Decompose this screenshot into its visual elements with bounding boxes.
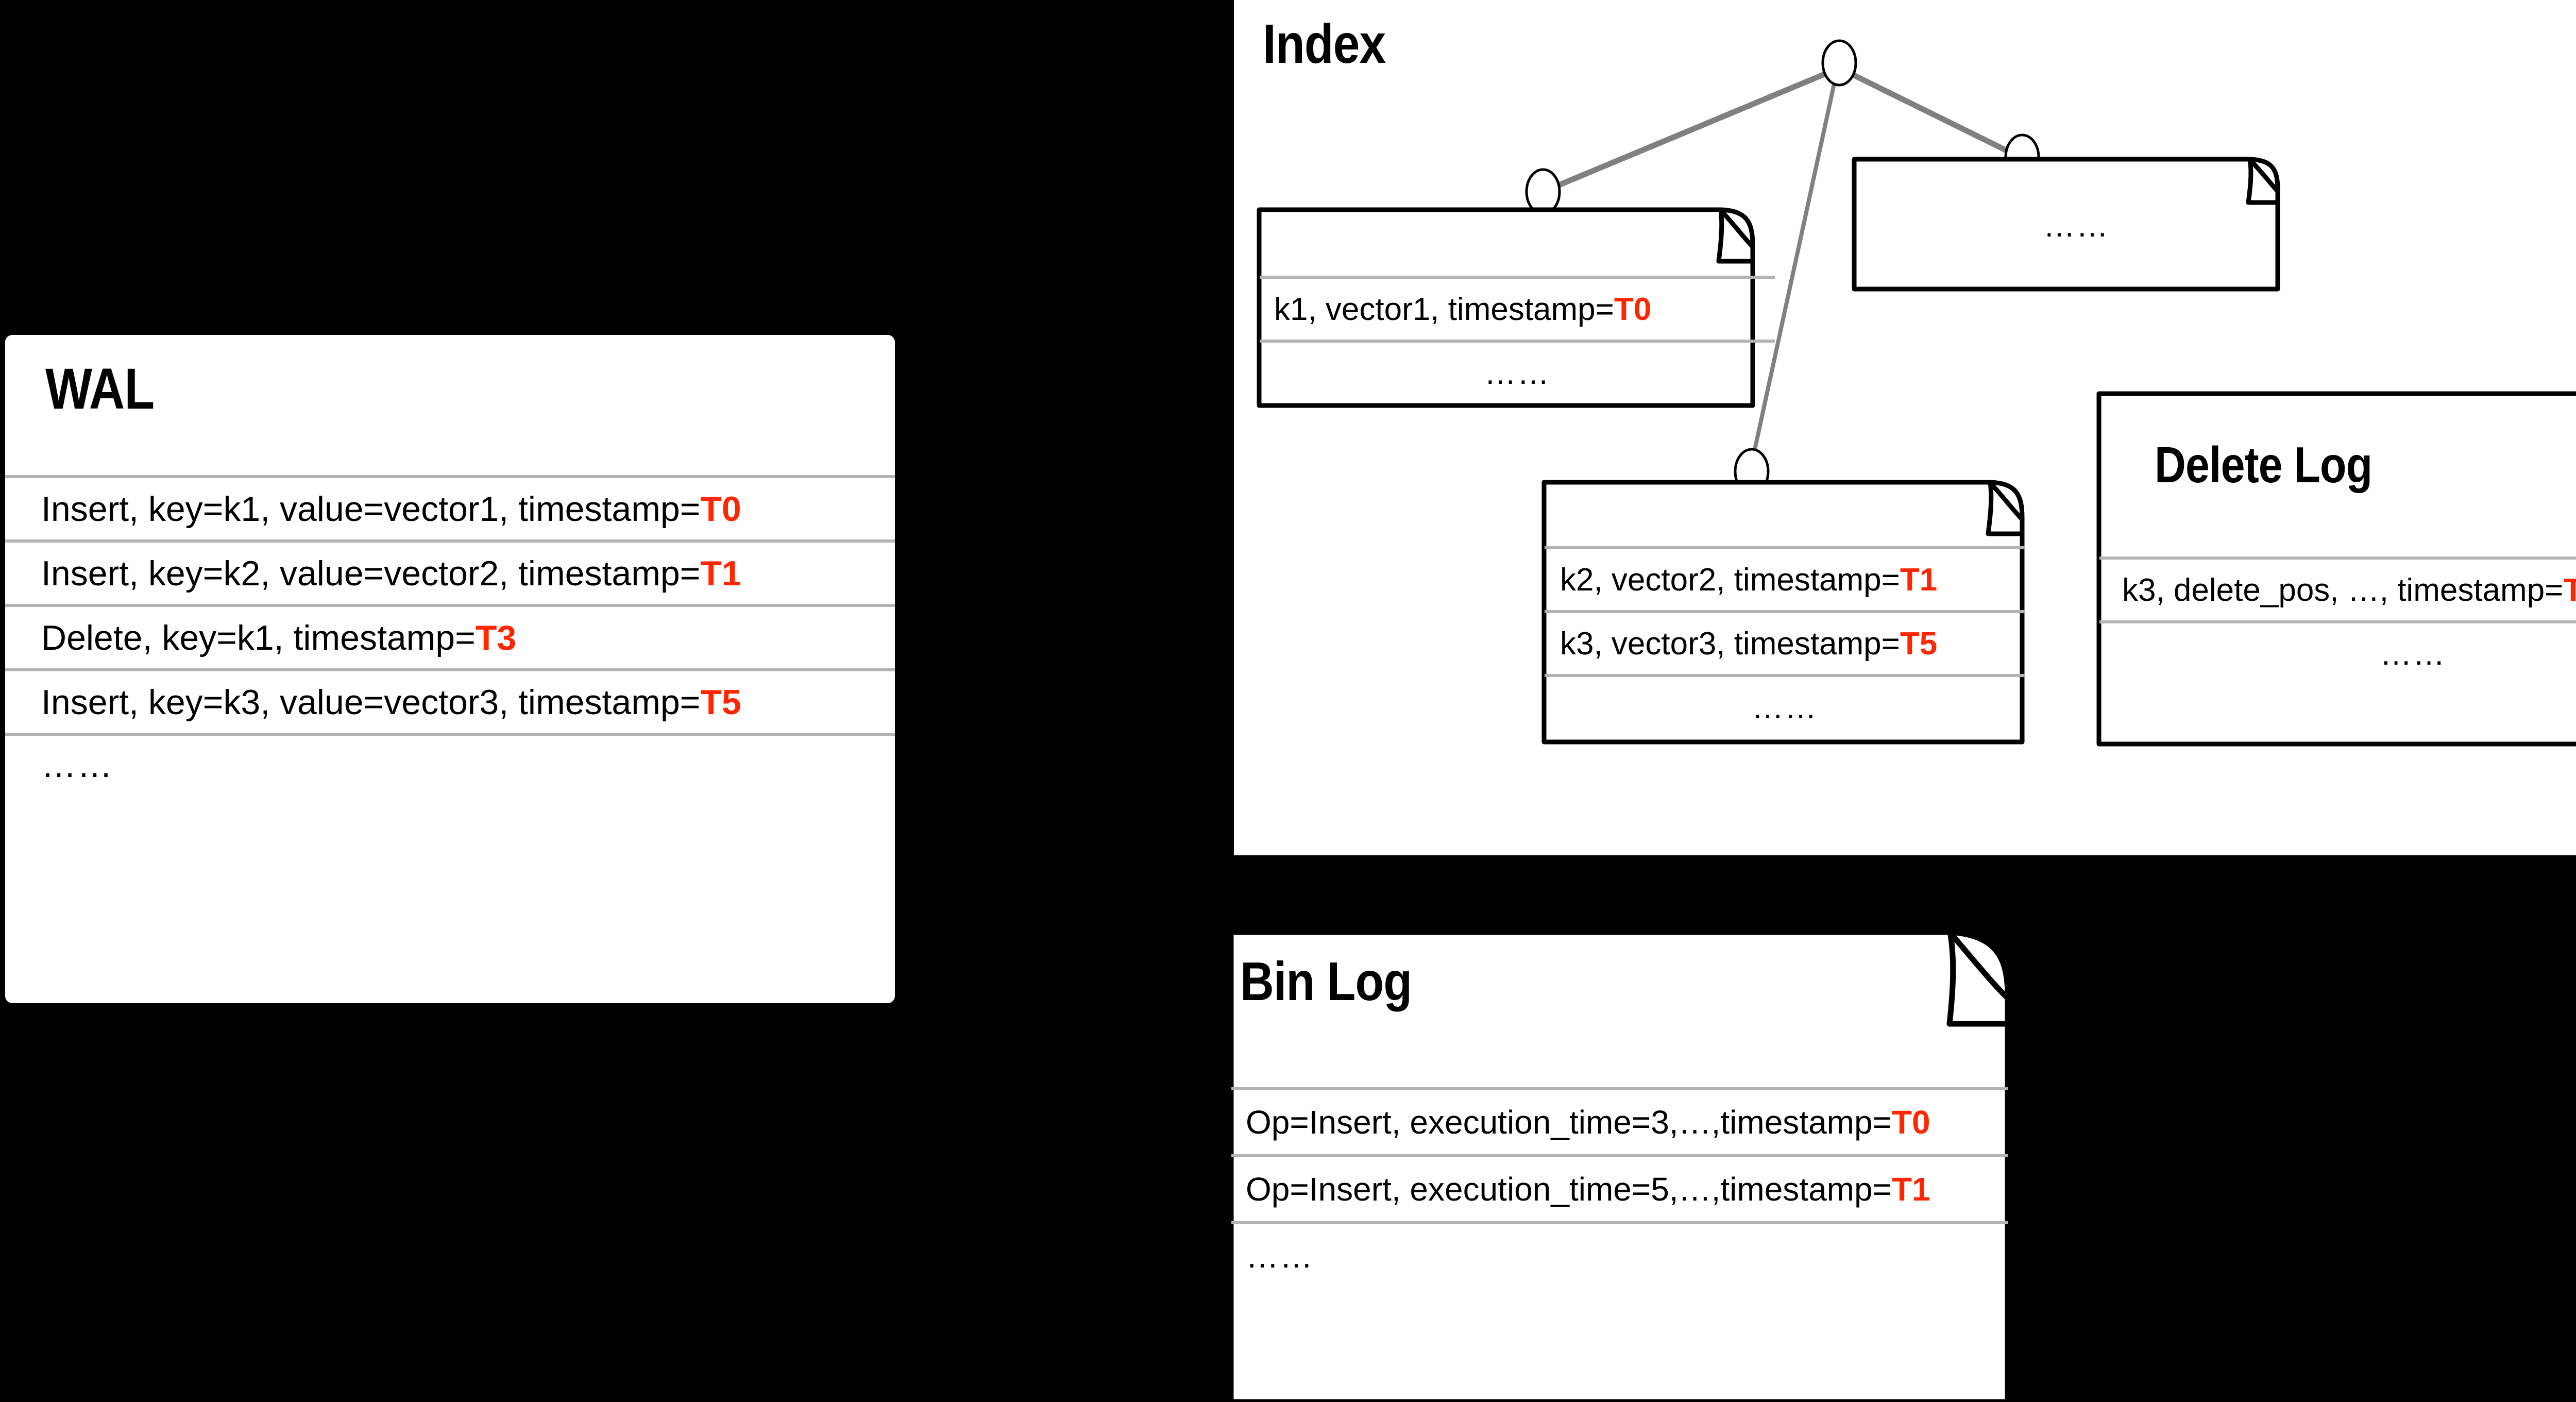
delete-log-panel: Delete Log k3, delete_pos, …, timestamp=… [2096, 391, 2576, 747]
folded-corner-icon [1986, 482, 2022, 536]
delete-log-row-ellipsis[interactable]: …… [2099, 620, 2576, 684]
bin-log-row-text: …… [1246, 1238, 1314, 1275]
bin-log-row-timestamp: T1 [1891, 1171, 1930, 1208]
index-leaf-row[interactable]: k1, vector1, timestamp=T0 [1260, 276, 1775, 340]
index-leaf-row-timestamp: T0 [1614, 291, 1652, 327]
delete-log-row-text: …… [2380, 636, 2446, 672]
index-leaf-k2k3: k2, vector2, timestamp=T1 k3, vector3, t… [1541, 480, 2062, 745]
wal-row-timestamp: T0 [700, 489, 741, 529]
tree-node-root [1821, 39, 1857, 87]
index-leaf-row-timestamp: T5 [1900, 626, 1938, 662]
index-leaf-row-ellipsis[interactable]: …… [1545, 674, 2025, 738]
folded-corner-edge-icon [1719, 209, 1755, 249]
bin-log-row[interactable]: Op=Insert, execution_time=5,…,timestamp=… [1231, 1154, 2008, 1221]
index-leaf-row-text: k1, vector1, timestamp= [1274, 291, 1614, 327]
folded-corner-edge-icon [2248, 158, 2280, 193]
wal-row-timestamp: T1 [700, 553, 741, 593]
index-leaf-row-text: …… [2043, 208, 2109, 244]
folded-corner-icon [1716, 209, 1753, 264]
wal-row[interactable]: Delete, key=k1, timestamp=T3 [5, 604, 895, 668]
bin-log-row-text: Op=Insert, execution_time=5,…,timestamp= [1246, 1171, 1892, 1208]
index-leaf-k1-rows: k1, vector1, timestamp=T0 …… [1260, 276, 1775, 403]
wal-row-timestamp: T5 [700, 682, 741, 722]
delete-log-row-text: k3, delete_pos, …, timestamp= [2122, 572, 2564, 608]
index-leaf-row[interactable]: k3, vector3, timestamp=T5 [1545, 610, 2025, 674]
index-leaf-row-text: k3, vector3, timestamp= [1560, 626, 1900, 662]
wal-panel: WAL Insert, key=k1, value=vector1, times… [5, 335, 895, 1003]
bin-log-row-text: Op=Insert, execution_time=3,…,timestamp= [1246, 1104, 1892, 1141]
wal-title: WAL [45, 357, 155, 421]
wal-row-text: Delete, key=k1, timestamp= [41, 618, 476, 657]
index-leaf-row-timestamp: T1 [1900, 562, 1938, 598]
wal-row-text: …… [41, 746, 113, 785]
document-outline [2096, 391, 2576, 747]
wal-rows: Insert, key=k1, value=vector1, timestamp… [5, 475, 895, 795]
index-leaf-row[interactable]: k2, vector2, timestamp=T1 [1545, 546, 2025, 610]
delete-log-rows: k3, delete_pos, …, timestamp=T3 …… [2099, 556, 2576, 684]
index-leaf-row-ellipsis[interactable]: …… [1260, 340, 1775, 403]
wal-row-timestamp: T3 [475, 618, 517, 657]
folded-corner-edge-icon [1989, 481, 2024, 521]
document-outline [1852, 157, 2280, 292]
delete-log-row-timestamp: T3 [2563, 572, 2576, 609]
index-leaf-row-text: …… [1752, 689, 1818, 725]
index-panel: Index k1, vector1, timestamp [1234, 0, 2576, 855]
folded-corner-icon [1946, 932, 2008, 1027]
wal-row-text: Insert, key=k3, value=vector3, timestamp… [41, 682, 701, 722]
bin-log-row-timestamp: T0 [1891, 1104, 1930, 1141]
wal-row[interactable]: Insert, key=k2, value=vector2, timestamp… [5, 539, 895, 604]
tree-edge-root-left [1541, 65, 1841, 195]
wal-row[interactable]: Insert, key=k1, value=vector1, timestamp… [5, 475, 895, 539]
index-leaf-k1: k1, vector1, timestamp=T0 …… [1257, 207, 1777, 408]
wal-row-ellipsis[interactable]: …… [5, 733, 895, 795]
index-leaf-row-ellipsis[interactable]: …… [1855, 197, 2298, 254]
wal-row-text: Insert, key=k2, value=vector2, timestamp… [41, 553, 701, 593]
wal-row-text: Insert, key=k1, value=vector1, timestamp… [41, 489, 701, 529]
delete-log-title: Delete Log [2155, 436, 2372, 493]
bin-log-rows: Op=Insert, execution_time=3,…,timestamp=… [1231, 1087, 2008, 1288]
index-leaf-right: …… [1852, 157, 2300, 292]
wal-row[interactable]: Insert, key=k3, value=vector3, timestamp… [5, 668, 895, 733]
index-leaf-right-rows: …… [1855, 197, 2298, 254]
index-leaf-row-text: k2, vector2, timestamp= [1560, 562, 1900, 598]
index-title: Index [1263, 12, 1386, 75]
folded-corner-edge-icon [1948, 931, 2010, 1001]
index-leaf-row-text: …… [1484, 355, 1550, 391]
delete-log-row[interactable]: k3, delete_pos, …, timestamp=T3 [2099, 556, 2576, 620]
bin-log-panel: Bin Log Op=Insert, execution_time=3,…,ti… [1228, 929, 2223, 1402]
tree-edge-root-right [1838, 65, 2024, 161]
bin-log-row-ellipsis[interactable]: …… [1231, 1221, 2008, 1288]
folded-corner-icon [2246, 159, 2278, 205]
bin-log-title: Bin Log [1240, 951, 1412, 1012]
index-leaf-k2k3-rows: k2, vector2, timestamp=T1 k3, vector3, t… [1545, 546, 2025, 738]
bin-log-row[interactable]: Op=Insert, execution_time=3,…,timestamp=… [1231, 1087, 2008, 1154]
